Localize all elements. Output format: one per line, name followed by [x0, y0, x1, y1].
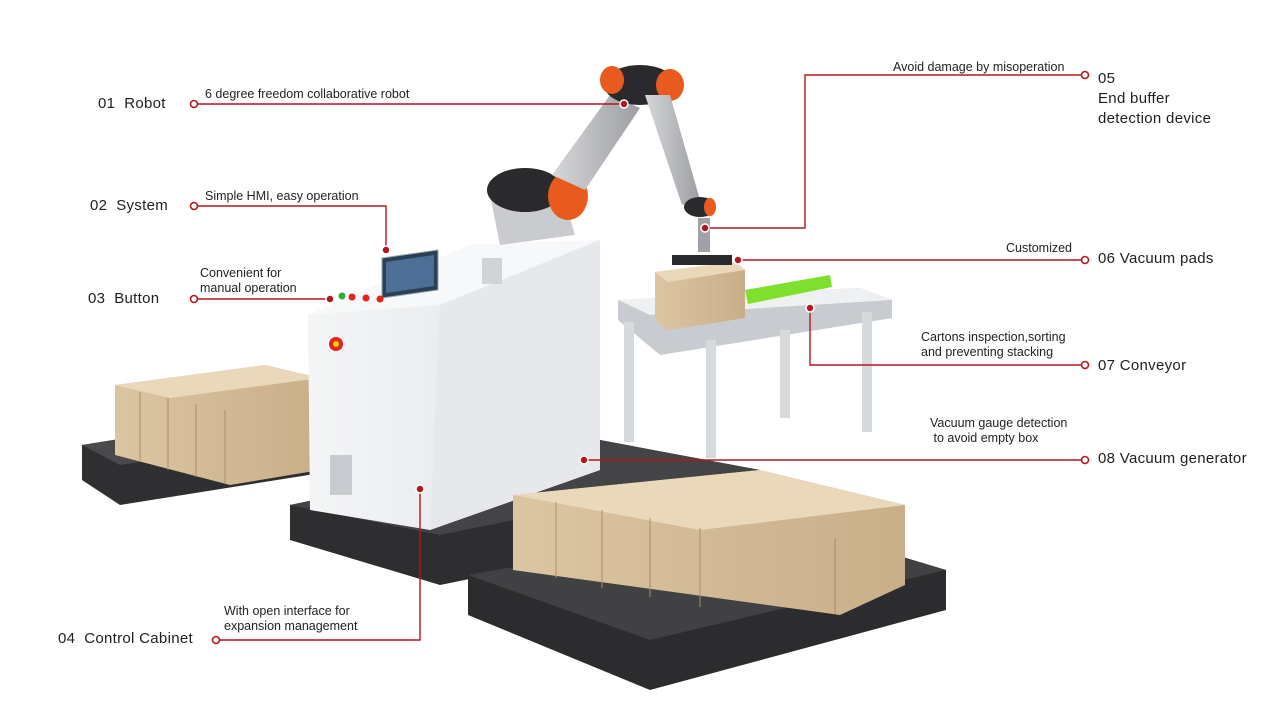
callout-06-desc: Customized: [1006, 241, 1072, 255]
control-cabinet: [308, 240, 600, 530]
conveyor: [618, 255, 892, 458]
leader-lines: [194, 74, 1085, 641]
target-dots: [325, 99, 815, 494]
leader-dots: [189, 70, 1090, 645]
callout-02-title: 02 System: [90, 197, 169, 214]
callout-08-title: 08 Vacuum generator: [1098, 450, 1247, 467]
callout-06-title: 06 Vacuum pads: [1098, 250, 1214, 267]
robot-arm: [487, 65, 716, 252]
right-carton-stack: [513, 470, 905, 615]
callout-07-title: 07 Conveyor: [1098, 357, 1187, 374]
callout-01-desc: 6 degree freedom collaborative robot: [205, 87, 410, 101]
callout-05-desc: Avoid damage by misoperation: [893, 60, 1065, 74]
callout-01-title: 01 Robot: [98, 95, 166, 112]
callout-04-title: 04 Control Cabinet: [58, 630, 193, 647]
left-carton-stack: [115, 365, 320, 485]
callout-02-desc: Simple HMI, easy operation: [205, 189, 359, 203]
callout-03-title: 03 Button: [88, 290, 160, 307]
callout-08-desc: Vacuum gauge detection to avoid empty bo…: [930, 416, 1068, 445]
